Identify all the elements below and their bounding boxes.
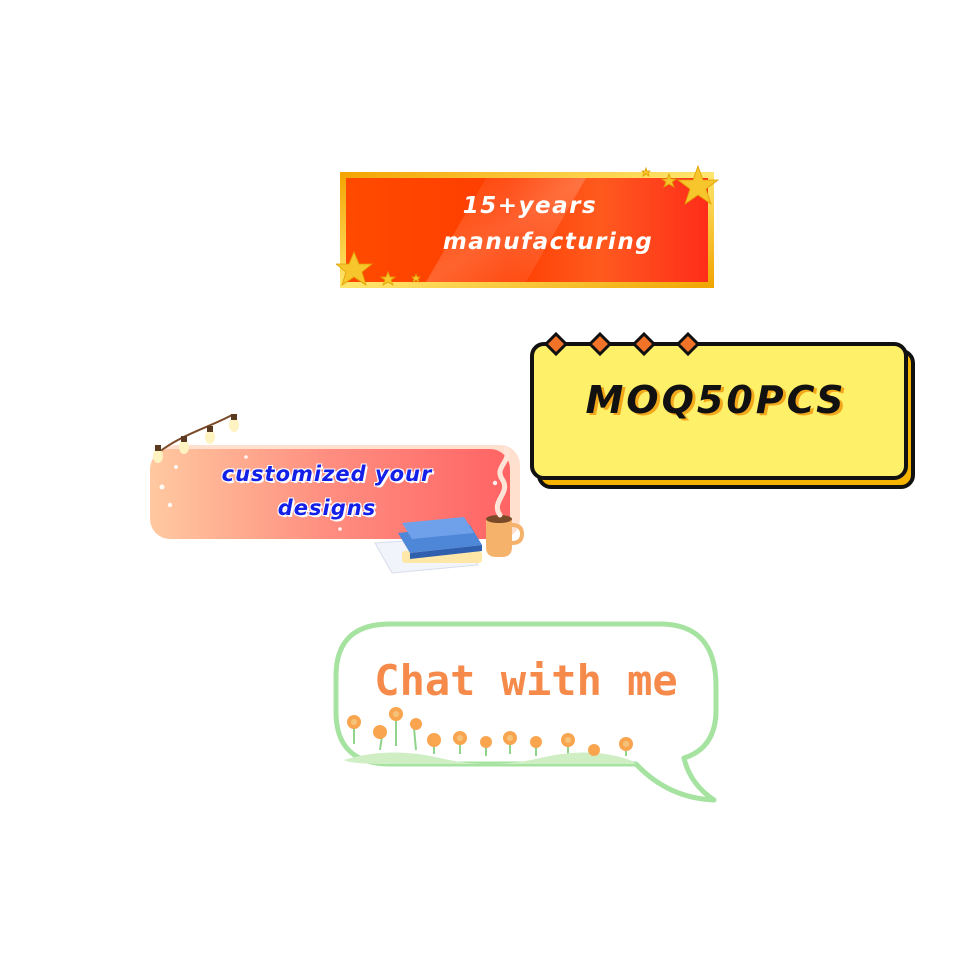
chat-bubble-text: Chat with me <box>374 656 678 705</box>
coffee-cup-icon <box>486 515 525 557</box>
steam-icon <box>495 446 510 518</box>
diamond-icon <box>543 331 701 357</box>
star-icon <box>336 164 720 286</box>
custom-badge-line1: customized your <box>221 462 433 486</box>
years-manufacturing-badge: 15+years manufacturing <box>336 160 720 296</box>
bulb-icon <box>153 414 239 463</box>
moq-badge-text: MOQ50PCS <box>585 378 847 422</box>
flower-icon <box>344 707 636 764</box>
years-badge-frame <box>340 172 714 288</box>
book-stack-icon <box>374 517 482 574</box>
customized-designs-badge: customized your designs <box>140 405 530 585</box>
moq-badge-frame <box>530 342 915 489</box>
custom-badge-frame <box>150 445 520 539</box>
chat-bubble-badge: Chat with me <box>330 618 722 804</box>
chat-bubble-frame <box>333 621 719 803</box>
moq-badge: MOQ50PCS <box>526 330 920 496</box>
years-badge-line2: manufacturing <box>442 229 654 255</box>
years-badge-line1: 15+years <box>462 193 598 219</box>
custom-badge-line2: designs <box>277 496 377 520</box>
